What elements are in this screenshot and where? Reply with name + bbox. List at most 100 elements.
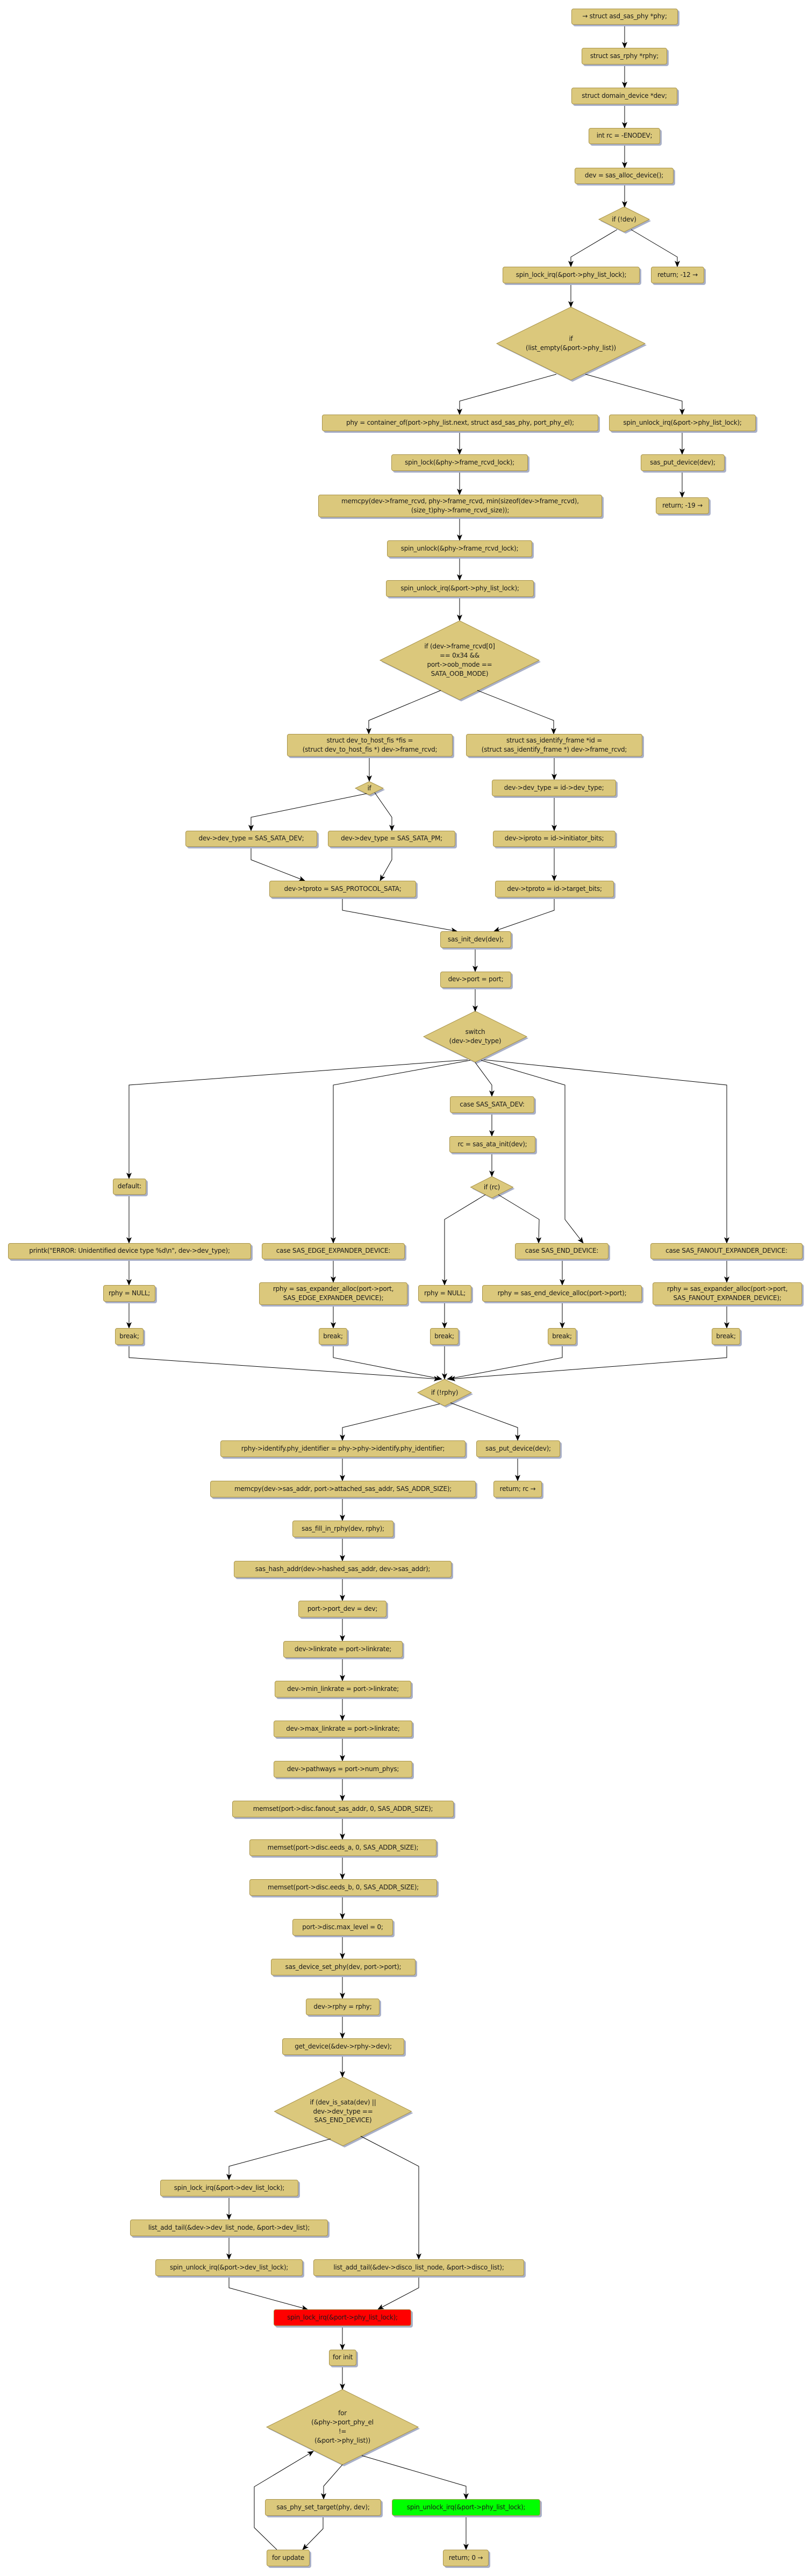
decision-label-d7: if (!rphy) xyxy=(431,1388,459,1396)
statement-node-r32: case SAS_FANOUT_EXPANDER_DEVICE: xyxy=(650,1243,803,1259)
statement-node-r35: rphy = NULL; xyxy=(418,1285,471,1302)
flow-edge-arrow xyxy=(340,1403,440,1441)
statement-node-r20: dev->dev_type = SAS_SATA_PM; xyxy=(328,831,455,847)
flow-edge-arrow xyxy=(302,2516,324,2550)
statement-node-r31: case SAS_END_DEVICE: xyxy=(515,1243,608,1259)
statement-node-r13: return; -19 → xyxy=(656,497,709,514)
statement-node-r27: rc = sas_ata_init(dev); xyxy=(449,1136,535,1153)
statement-node-r19: dev->dev_type = SAS_SATA_DEV; xyxy=(185,831,317,847)
statement-node-r36: rphy = sas_end_device_alloc(port->port); xyxy=(482,1285,642,1302)
flow-edge-arrow xyxy=(380,847,392,881)
decision-diamond-d7 xyxy=(417,1379,472,1407)
decision-diamond-d3 xyxy=(379,620,540,701)
statement-node-r8: phy = container_of(port->phy_list.next, … xyxy=(322,415,598,431)
flow-edge-arrow xyxy=(226,2138,331,2180)
flow-edge-arrow xyxy=(342,897,457,933)
flow-edge-arrow xyxy=(377,2276,419,2310)
flow-edge-arrow xyxy=(331,1060,471,1244)
flow-edge-arrow xyxy=(361,2455,469,2500)
flow-edge-arrow xyxy=(321,2464,343,2500)
statement-node-r33: rphy = NULL; xyxy=(103,1285,155,1302)
flow-edge-arrow xyxy=(483,1059,729,1244)
break-node: break; xyxy=(319,1328,347,1345)
statement-node-r58: sas_device_set_phy(dev, port->port); xyxy=(271,1959,416,1975)
flow-edge-arrow xyxy=(475,1062,495,1097)
statement-node-r28: default: xyxy=(113,1179,146,1195)
statement-node-r50: dev->linkrate = port->linkrate; xyxy=(283,1641,403,1658)
decision-label-d6: if (rc) xyxy=(483,1183,500,1191)
statement-node-r26: case SAS_SATA_DEV: xyxy=(450,1096,534,1113)
statement-node-r46: return; rc → xyxy=(493,1481,542,1497)
flow-edge-arrow xyxy=(481,1060,584,1244)
statement-node-r47: sas_fill_in_rphy(dev, rphy); xyxy=(292,1521,393,1537)
statement-node-r59: dev->rphy = rphy; xyxy=(306,1999,380,2015)
statement-node-r51: dev->min_linkrate = port->linkrate; xyxy=(275,1681,411,1697)
statement-node-r53: dev->pathways = port->num_phys; xyxy=(274,1761,412,1778)
flow-edge-arrow xyxy=(450,1402,520,1441)
flow-edge-arrow xyxy=(631,229,680,267)
statement-node-r48: sas_hash_addr(dev->hashed_sas_addr, dev-… xyxy=(234,1561,452,1578)
statement-node-r63: spin_unlock_irq(&port->dev_list_lock); xyxy=(155,2259,303,2276)
flow-edge-arrow xyxy=(374,792,395,831)
decision-diamond-d2 xyxy=(496,306,646,381)
statement-node-r25: dev->port = port; xyxy=(440,972,511,988)
statement-node-r54: memset(port->disc.fanout_sas_addr, 0, SA… xyxy=(232,1801,454,1817)
statement-node-r55: memset(port->disc.eeds_a, 0, SAS_ADDR_SI… xyxy=(249,1839,436,1856)
flow-edge-arrow xyxy=(457,374,557,415)
statement-node-r2: struct sas_rphy *rphy; xyxy=(582,48,667,65)
statement-node-r10: spin_lock(&phy->frame_rcvd_lock); xyxy=(391,454,528,471)
statement-node-r22: dev->tproto = SAS_PROTOCOL_SATA; xyxy=(269,881,416,897)
statement-node-r9: spin_unlock_irq(&port->phy_list_lock); xyxy=(609,415,756,431)
decision-diamond-d8 xyxy=(274,2077,412,2146)
flow-edge-arrow xyxy=(250,847,305,881)
statement-node-r64: list_add_tail(&dev->disco_list_node, &po… xyxy=(313,2259,524,2276)
decision-label-d5: switch (dev->dev_type) xyxy=(449,1028,502,1045)
decision-diamond-d5 xyxy=(423,1010,528,1063)
flow-edge-arrow xyxy=(447,1345,563,1381)
statement-node-r70: return; 0 → xyxy=(443,2550,489,2566)
statement-node-r12: memcpy(dev->frame_rcvd, phy->frame_rcvd,… xyxy=(318,495,602,517)
flow-edge-arrow xyxy=(360,2136,421,2260)
decision-label-d4: if xyxy=(367,784,371,792)
break-node: break; xyxy=(712,1328,740,1345)
statement-node-r66: for init xyxy=(329,2350,356,2366)
break-node: break; xyxy=(115,1328,144,1345)
flow-edge-arrow xyxy=(498,1194,542,1244)
statement-node-r11: sas_put_device(dev); xyxy=(641,454,725,471)
statement-node-r17: struct sas_identify_frame *id = (struct … xyxy=(466,734,642,757)
decision-diamond-d6 xyxy=(470,1176,514,1198)
statement-node-r3: struct domain_device *dev; xyxy=(571,88,677,104)
statement-node-r14: spin_unlock(&phy->frame_rcvd_lock); xyxy=(387,540,532,557)
flow-edge-arrow xyxy=(248,793,367,831)
statement-node-r16: struct dev_to_host_fis *fis = (struct de… xyxy=(287,734,453,757)
decision-label-d1: if (!dev) xyxy=(612,215,636,223)
flow-edge-arrow xyxy=(585,374,685,415)
flow-edge-arrow xyxy=(254,2451,314,2550)
statement-node-r57: port->disc.max_level = 0; xyxy=(292,1919,393,1936)
statement-node-r68: spin_unlock_irq(&port->phy_list_lock); xyxy=(392,2499,540,2516)
decision-diamond-d4 xyxy=(354,781,384,796)
statement-node-r24: sas_init_dev(dev); xyxy=(440,931,511,948)
statement-node-r65: spin_lock_irq(&port->phy_list_lock); xyxy=(274,2309,411,2326)
flow-edge-arrow xyxy=(366,690,441,734)
statement-node-r18: dev->dev_type = id->dev_type; xyxy=(492,780,616,796)
statement-node-r67: sas_phy_set_target(phy, dev); xyxy=(265,2499,381,2516)
flow-edge-arrow xyxy=(228,2276,308,2310)
break-node: break; xyxy=(430,1328,459,1345)
flow-edge-arrow xyxy=(442,1194,486,1286)
statement-node-r23: dev->tproto = id->target_bits; xyxy=(495,881,614,897)
decision-label-d2: if (list_empty(&port->phy_list)) xyxy=(526,335,616,352)
statement-node-r6: spin_lock_irq(&port->phy_list_lock); xyxy=(503,267,640,283)
statement-node-r61: spin_lock_irq(&port->dev_list_lock); xyxy=(160,2180,298,2196)
decision-label-d9: for (&phy->port_phy_el != (&port->phy_li… xyxy=(311,2409,374,2444)
decision-label-d8: if (dev_is_sata(dev) || dev->dev_type ==… xyxy=(310,2098,376,2124)
statement-node-r34: rphy = sas_expander_alloc(port->port, SA… xyxy=(259,1282,407,1305)
flow-edge-arrow xyxy=(126,1059,468,1179)
flow-edge-arrow xyxy=(333,1345,442,1381)
statement-node-r7: return; -12 → xyxy=(651,267,704,283)
flow-edge-arrow xyxy=(493,897,555,932)
flow-edge-arrow xyxy=(128,1345,440,1382)
statement-node-r69: for update xyxy=(267,2550,310,2566)
